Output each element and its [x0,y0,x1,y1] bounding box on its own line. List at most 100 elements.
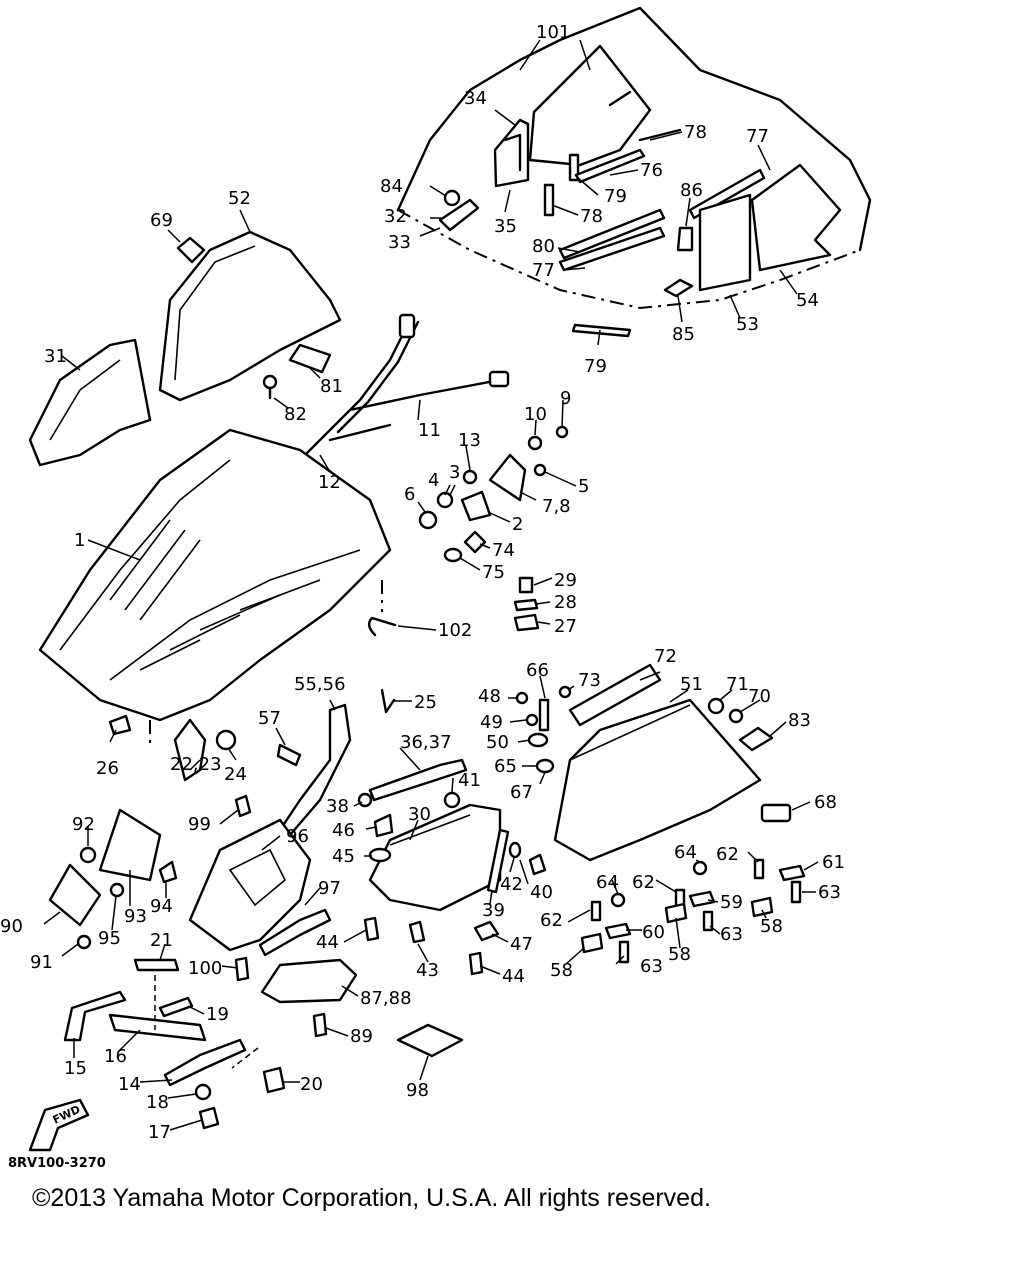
callout-58: 58 [668,944,691,965]
callout-51: 51 [680,674,703,695]
callout-36-37: 36,37 [400,732,452,753]
callout-64: 64 [596,872,619,893]
callout-31: 31 [44,346,67,367]
callout-43: 43 [416,960,439,981]
clip-83 [738,726,774,752]
bolt-44-b [468,951,484,976]
callout-81: 81 [320,376,343,397]
callout-83: 83 [788,710,811,731]
callout-28: 28 [554,592,577,613]
callout-26: 26 [96,758,119,779]
callout-84: 84 [380,176,403,197]
washer-95 [109,882,125,898]
bracket-93 [98,808,162,882]
callout-89: 89 [350,1026,373,1047]
hood-1 [38,428,392,722]
callout-78: 78 [684,122,707,143]
bracket-25 [380,688,396,714]
callout-22-23: 22,23 [170,754,222,775]
callout-101: 101 [536,22,570,43]
exploded-parts-drawing: FWD [0,6,872,1152]
callout-27: 27 [554,616,577,637]
callout-62: 62 [540,910,563,931]
grommet-46 [373,813,394,838]
callout-85: 85 [672,324,695,345]
callout-30: 30 [408,804,431,825]
callout-24: 24 [224,764,247,785]
callout-13: 13 [458,430,481,451]
callout-70: 70 [748,686,771,707]
washer-42 [508,841,522,859]
callout-63: 63 [720,924,743,945]
trim-39 [486,828,510,894]
bracket-81 [288,343,332,374]
sheet-98 [396,1023,464,1058]
callout-41: 41 [458,770,481,791]
callout-72: 72 [654,646,677,667]
callout-77: 77 [746,126,769,147]
callout-19: 19 [206,1004,229,1025]
callout-11: 11 [418,420,441,441]
callout-35: 35 [494,216,517,237]
bolt-40 [528,853,547,876]
washer-45 [368,847,392,863]
panel-54 [750,163,842,272]
bolt-91 [76,934,92,950]
callout-32: 32 [384,206,407,227]
callout-87-88: 87,88 [360,988,412,1009]
cable-harness-11-12 [298,313,510,462]
callout-45: 45 [332,846,355,867]
washer-18 [194,1083,212,1101]
clip-85 [663,278,694,298]
callout-54: 54 [796,290,819,311]
callout-4: 4 [428,470,439,491]
windshield-assembly [396,6,872,310]
bolt-26 [108,714,132,736]
callout-76: 76 [640,160,663,181]
callout-60: 60 [642,922,665,943]
grommet-69 [176,236,206,264]
callout-49: 49 [480,712,503,733]
bracket-34-35 [493,118,530,188]
callout-80: 80 [532,236,555,257]
callout-100: 100 [188,958,222,979]
diagram-code: 8RV100-3270 [8,1156,106,1171]
callout-63: 63 [818,882,841,903]
callout-92: 92 [72,814,95,835]
callout-94: 94 [150,896,173,917]
callout-73: 73 [578,670,601,691]
callout-15: 15 [64,1058,87,1079]
callout-12: 12 [318,472,341,493]
callout-97: 97 [318,878,341,899]
base-plate-96 [188,818,312,952]
callout-93: 93 [124,906,147,927]
clip-47 [473,920,500,942]
bracket-97 [258,908,332,957]
grommet-71 [707,697,725,715]
callout-21: 21 [150,930,173,951]
fastener-cluster-48-73 [515,685,572,774]
nut-41 [443,791,461,809]
callout-46: 46 [332,820,355,841]
screw-92 [79,846,97,864]
lower-cover-51 [553,698,762,862]
callout-17: 17 [148,1122,171,1143]
callout-44: 44 [316,932,339,953]
callout-50: 50 [486,732,509,753]
callout-6: 6 [404,484,415,505]
callout-79: 79 [584,356,607,377]
bolt-57 [276,743,302,767]
callout-59: 59 [720,892,743,913]
callout-34: 34 [464,88,487,109]
forward-arrow-icon: FWD [28,1098,90,1152]
callout-62: 62 [632,872,655,893]
callout-57: 57 [258,708,281,729]
fastener-cluster [418,425,569,563]
bolt-82 [262,374,278,400]
fastener-cluster-58-64 [580,858,806,964]
side-panel-52 [158,230,342,402]
callout-47: 47 [510,934,533,955]
bracket-14 [163,1038,247,1087]
callout-77: 77 [532,260,555,281]
